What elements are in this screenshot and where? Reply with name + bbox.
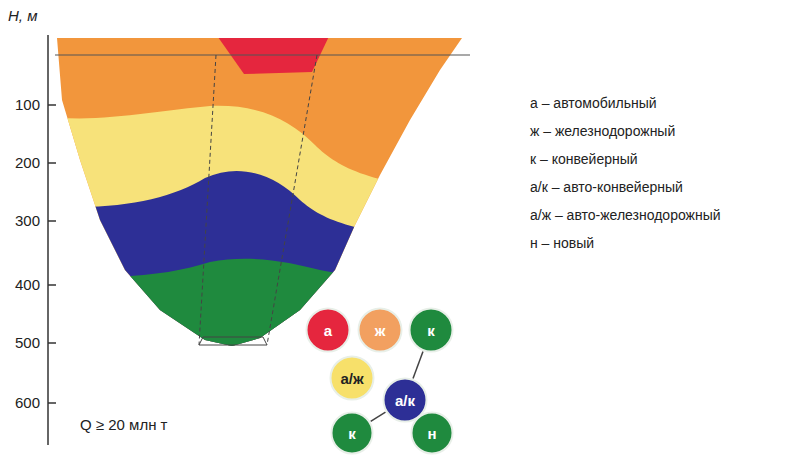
axis-tick: 600 bbox=[15, 395, 40, 412]
transport-circle: н bbox=[410, 411, 454, 455]
node-letter: а bbox=[324, 322, 332, 339]
axis-tick: 400 bbox=[15, 277, 40, 294]
connector-line bbox=[371, 412, 386, 421]
node-letter: к bbox=[427, 322, 435, 339]
axis-tick: 100 bbox=[15, 97, 40, 114]
node-letter: н bbox=[427, 425, 436, 442]
axis-tick: 500 bbox=[15, 335, 40, 352]
transport-circle: а/ж bbox=[329, 355, 375, 401]
node-letter: ж bbox=[375, 322, 386, 339]
node-letter: к bbox=[348, 425, 356, 442]
key-line: а/к – авто-конвейерный bbox=[530, 180, 683, 195]
key-line: а – автомобильный bbox=[530, 96, 657, 111]
axis-tick: 300 bbox=[15, 213, 40, 230]
capacity-note: Q ≥ 20 млн т bbox=[80, 417, 167, 434]
axis-title: H, м bbox=[8, 8, 37, 25]
key-line: к – конвейерный bbox=[530, 152, 638, 167]
transport-circle: к bbox=[408, 307, 454, 353]
key-line: ж – железнодорожный bbox=[530, 124, 675, 139]
key-line: а/ж – авто-железнодорожный bbox=[530, 208, 721, 223]
connector-line bbox=[413, 352, 423, 379]
transport-circle: ж bbox=[357, 307, 403, 353]
key-line: н – новый bbox=[530, 236, 594, 251]
node-letter: а/к bbox=[395, 392, 415, 409]
transport-circle: а bbox=[305, 307, 351, 353]
node-letter: а/ж bbox=[340, 370, 363, 387]
transport-circle: к bbox=[330, 411, 374, 455]
axis-tick: 200 bbox=[15, 155, 40, 172]
